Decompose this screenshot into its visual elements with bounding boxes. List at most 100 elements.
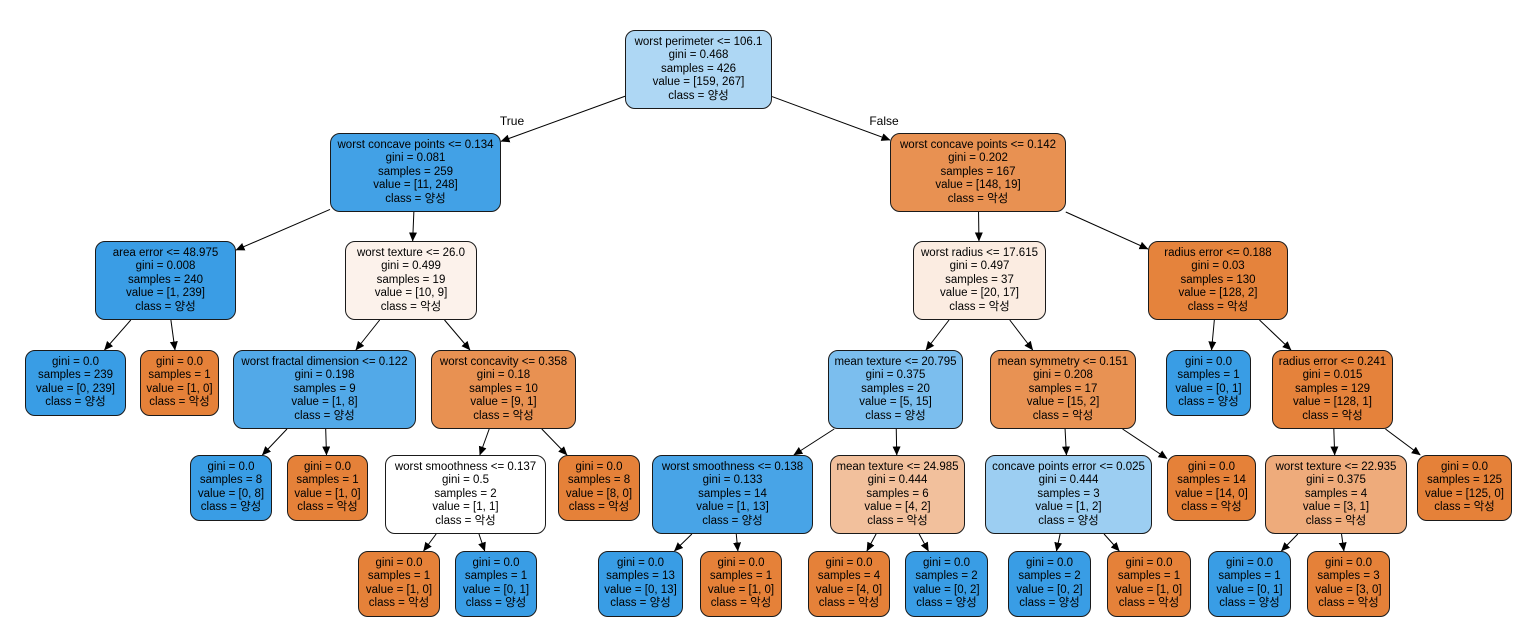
node-gini: gini = 0.497 <box>949 260 1010 273</box>
tree-edge <box>1061 428 1070 456</box>
tree-edge <box>235 208 331 251</box>
tree-edge <box>674 533 693 552</box>
node-gini: gini = 0.0 <box>156 356 203 368</box>
node-value: value = [20, 17] <box>940 287 1019 300</box>
node-gini: gini = 0.0 <box>575 461 623 473</box>
node-gini: gini = 0.081 <box>385 152 446 165</box>
node-condition: worst concavity <= 0.358 <box>439 356 568 368</box>
tree-edge <box>1385 428 1421 456</box>
node-class: class = 악성 <box>949 300 1010 313</box>
node-condition: radius error <= 0.241 <box>1278 356 1387 368</box>
node-value: value = [159, 267] <box>652 76 745 89</box>
node-value: value = [1, 1] <box>432 501 499 514</box>
tree-edge <box>733 533 742 552</box>
node-class: class = 악성 <box>1305 514 1367 527</box>
node-value: value = [4, 0] <box>815 583 883 596</box>
tree-edge <box>423 533 437 552</box>
node-gini: gini = 0.0 <box>825 557 873 569</box>
tree-edge <box>793 428 835 456</box>
node-gini: gini = 0.198 <box>294 369 355 382</box>
node-gini: gini = 0.0 <box>1325 557 1372 569</box>
node-samples: samples = 4 <box>817 570 881 583</box>
node-condition: worst concave points <= 0.142 <box>900 139 1056 151</box>
node-samples: samples = 14 <box>1177 474 1246 487</box>
node-condition: mean symmetry <= 0.151 <box>997 356 1129 368</box>
node-value: value = [1, 0] <box>1115 583 1183 596</box>
tree-edge <box>1054 533 1063 552</box>
node-gini: gini = 0.0 <box>304 461 351 473</box>
node-value: value = [0, 2] <box>1016 583 1083 596</box>
node-condition: concave points error <= 0.025 <box>992 461 1145 473</box>
node-gini: gini = 0.133 <box>702 474 763 487</box>
tree-edge <box>261 428 288 456</box>
node-samples: samples = 1 <box>367 570 431 583</box>
node-class: class = 양성 <box>135 300 196 313</box>
node-class: class = 악성 <box>947 192 1009 205</box>
node-condition: worst fractal dimension <= 0.122 <box>241 356 408 368</box>
node-class: class = 악성 <box>1032 409 1094 422</box>
node-value: value = [15, 2] <box>1026 396 1100 409</box>
node-class: class = 악성 <box>818 597 880 610</box>
node-gini: gini = 0.008 <box>135 260 196 273</box>
node-samples: samples = 4 <box>1304 487 1368 500</box>
node-samples: samples = 3 <box>1317 570 1380 583</box>
node-gini: gini = 0.03 <box>1191 260 1245 273</box>
node-value: value = [1, 239] <box>126 287 205 300</box>
tree-edge <box>322 428 331 456</box>
tree-edge <box>771 96 891 141</box>
node-class: class = 양성 <box>610 597 671 610</box>
node-class: class = 양성 <box>1178 396 1239 409</box>
node-gini: gini = 0.0 <box>1125 557 1173 569</box>
node-samples: samples = 167 <box>940 165 1016 178</box>
node-class: class = 악성 <box>1181 501 1242 514</box>
node-class: class = 양성 <box>865 409 926 422</box>
node-value: value = [0, 1] <box>1216 583 1283 596</box>
node-gini: gini = 0.0 <box>207 461 255 473</box>
node-class: class = 악성 <box>710 597 772 610</box>
node-value: value = [1, 8] <box>291 396 358 409</box>
node-value: value = [10, 9] <box>374 287 448 300</box>
node-class: class = 양성 <box>294 409 355 422</box>
node-condition: area error <= 48.975 <box>112 247 219 259</box>
node-samples: samples = 1 <box>1117 570 1181 583</box>
tree-edge <box>1330 428 1339 456</box>
tree-edge <box>1259 319 1292 351</box>
node-class: class = 악성 <box>568 501 630 514</box>
node-class: class = 양성 <box>916 597 977 610</box>
node-class: class = 악성 <box>867 514 928 527</box>
node-class: class = 악성 <box>1318 597 1379 610</box>
node-samples: samples = 125 <box>1426 474 1503 487</box>
node-samples: samples = 259 <box>377 165 454 178</box>
node-gini: gini = 0.499 <box>381 260 441 273</box>
branch-label-false: False <box>869 114 899 128</box>
node-condition: worst radius <= 17.615 <box>921 247 1038 259</box>
node-class: class = 양성 <box>1019 597 1080 610</box>
node-value: value = [0, 239] <box>36 382 115 395</box>
node-samples: samples = 426 <box>660 62 737 75</box>
node-value: value = [4, 2] <box>864 501 931 514</box>
node-value: value = [1, 2] <box>1035 501 1102 514</box>
tree-edge <box>444 319 471 351</box>
tree-edge <box>478 428 490 456</box>
node-samples: samples = 1 <box>296 474 359 487</box>
node-samples: samples = 8 <box>567 474 631 487</box>
